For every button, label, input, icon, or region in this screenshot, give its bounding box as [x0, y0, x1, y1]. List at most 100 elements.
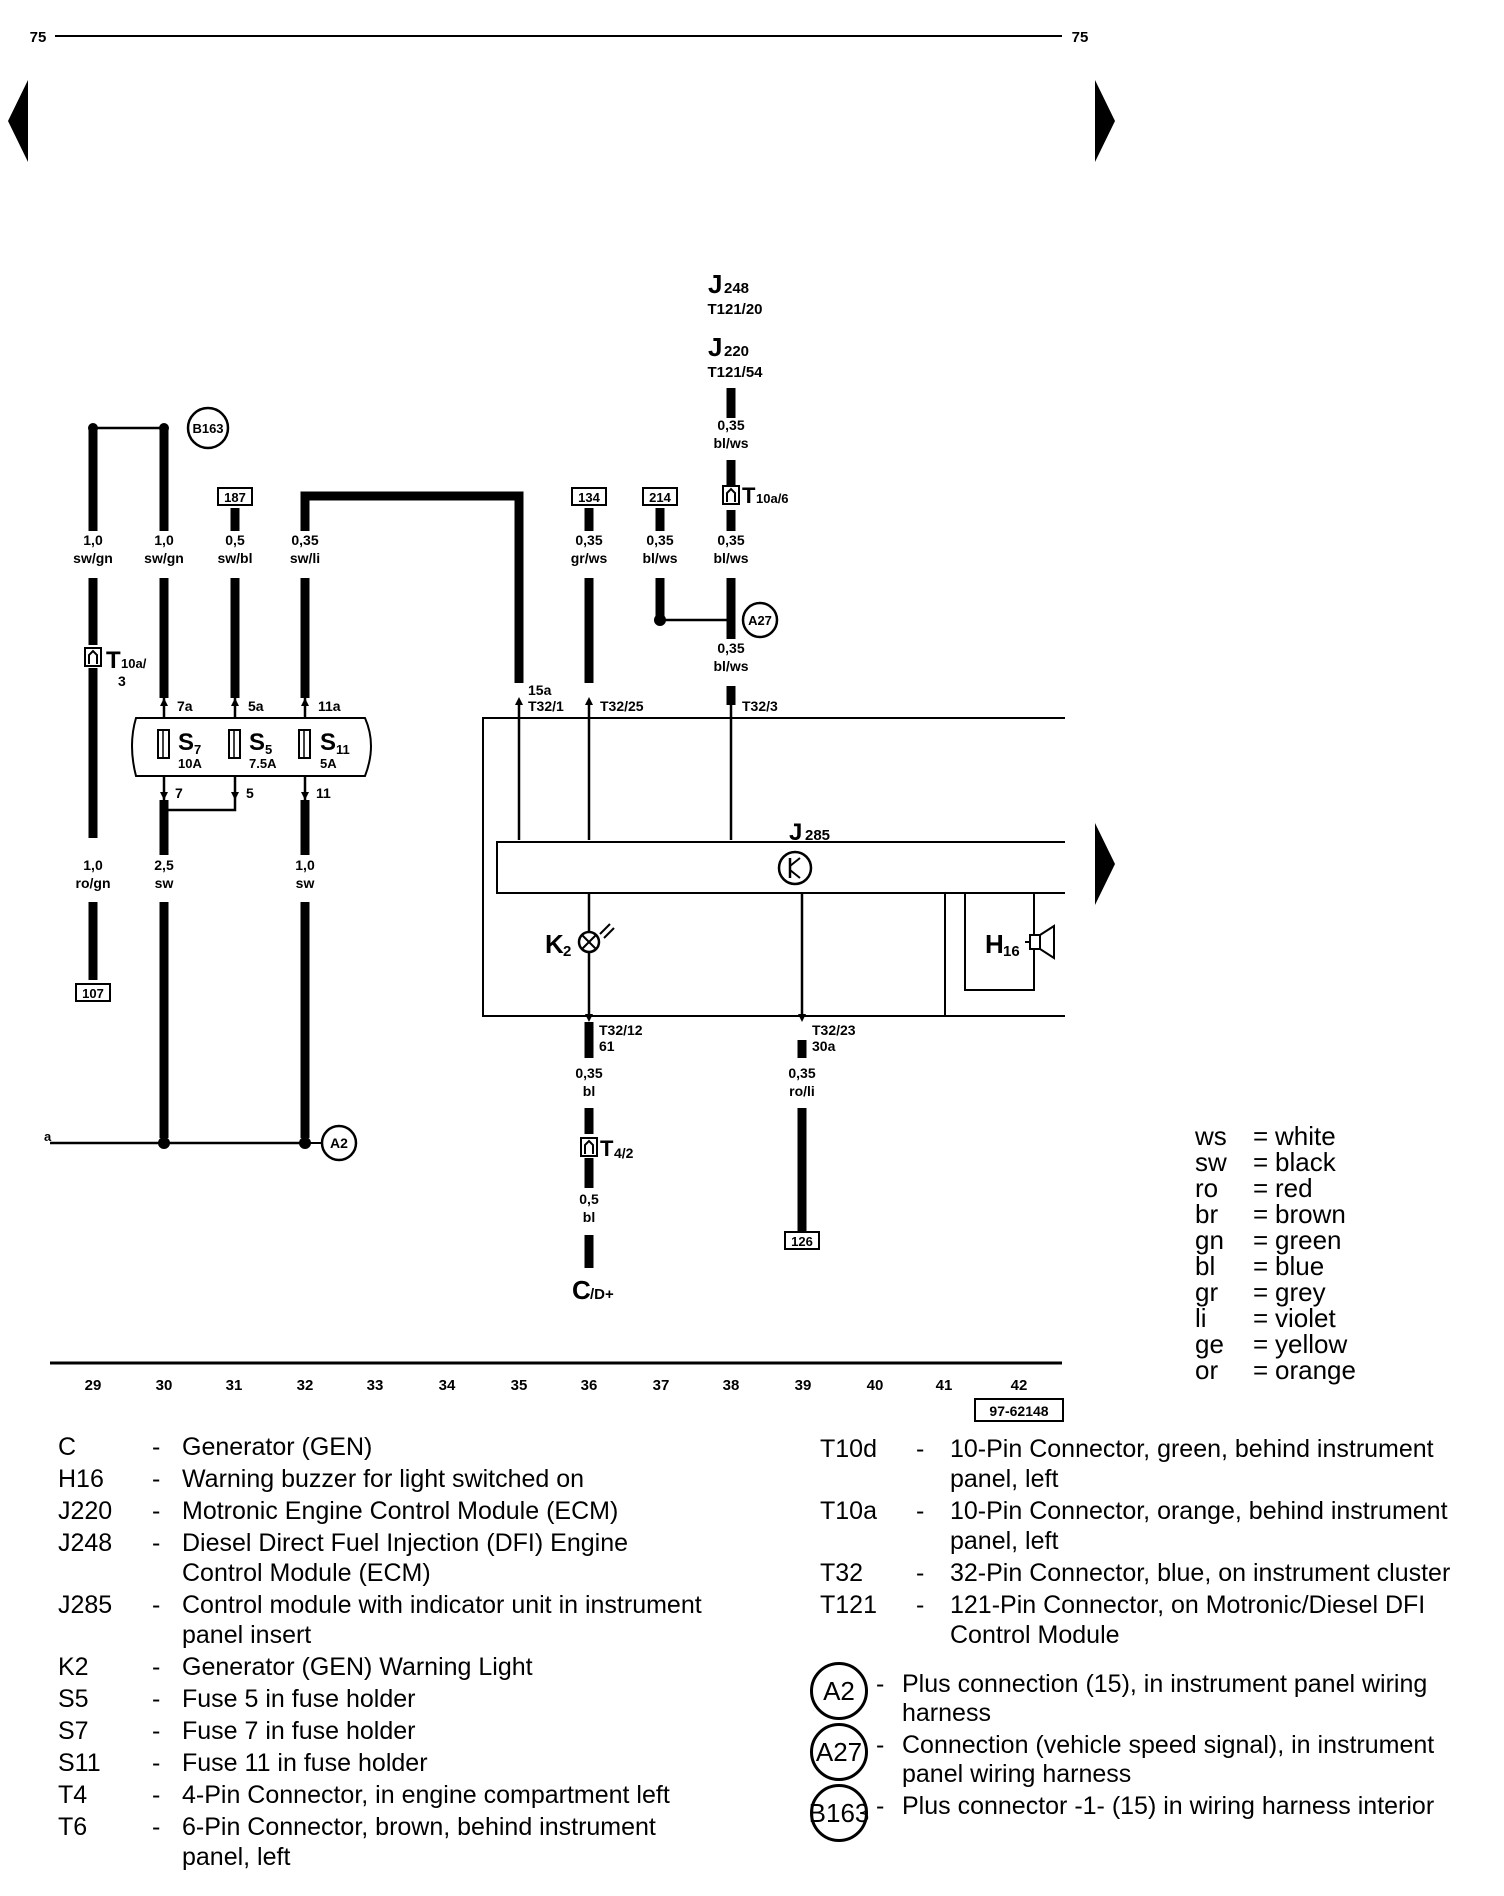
grid-number: 41 — [936, 1377, 953, 1394]
fuse-s5-out-pin: 5 — [246, 785, 254, 801]
circle-a2[interactable]: A2 — [320, 1124, 358, 1162]
next-page-arrow-icon[interactable] — [1095, 80, 1115, 162]
t10a6-main: T — [742, 483, 756, 508]
ref-box-134[interactable]: 134 — [571, 487, 607, 506]
circle-a27[interactable]: A27 — [741, 601, 779, 639]
component-desc: 32-Pin Connector, blue, on instrument cl… — [950, 1559, 1451, 1587]
legend-abbr: li — [1195, 1303, 1207, 1333]
a27-label: A27 — [748, 613, 772, 628]
pin-stubs — [162, 698, 307, 800]
connection-desc: Plus connection (15), in instrument pane… — [902, 1670, 1428, 1727]
component-code: S11 — [58, 1749, 101, 1777]
circle-connection-row: B163-Plus connector -1- (15) in wiring h… — [809, 1784, 1460, 1850]
c-main: C — [572, 1275, 591, 1305]
wire-39-size: 0,35 — [788, 1065, 815, 1081]
component-row: T4-4-Pin Connector, in engine compartmen… — [58, 1780, 708, 1810]
prev-page-arrow-icon[interactable] — [8, 80, 28, 162]
connector-t4: T 4/2 — [580, 1136, 634, 1161]
legend-abbr: gr — [1195, 1277, 1219, 1307]
t32-23-pin: T32/23 — [812, 1022, 856, 1038]
circle-b163[interactable]: B163 — [186, 406, 230, 450]
component-row: T10a-10-Pin Connector, orange, behind in… — [820, 1496, 1480, 1556]
t10a3-sub: 10a/ — [121, 656, 147, 671]
component-dash: - — [152, 1813, 161, 1841]
fuse-s11-number: 11 — [336, 742, 350, 757]
h16-main: H — [985, 929, 1004, 959]
ref-box-187[interactable]: 187 — [217, 487, 253, 506]
fuse-s5-number: 5 — [265, 742, 272, 757]
legend-abbr: gn — [1195, 1225, 1224, 1255]
t10a3-num: 3 — [118, 673, 126, 689]
connection-dash: - — [876, 1792, 885, 1820]
connector-t10a3: T 10a/ 3 — [84, 647, 147, 689]
component-code: H16 — [58, 1465, 104, 1493]
legend-name: orange — [1275, 1355, 1356, 1385]
wire-38b-size: 0,35 — [717, 640, 744, 656]
t32-25-pin: T32/25 — [600, 698, 644, 714]
t4-sub: 4/2 — [614, 1145, 634, 1161]
wire-32a-color: sw/li — [290, 550, 320, 566]
ref-box-107[interactable]: 107 — [75, 983, 111, 1002]
wire-32a-size: 0,35 — [291, 532, 318, 548]
wire-29a-color: sw/gn — [73, 550, 113, 566]
connection-circle-icon: B163 — [809, 1784, 869, 1842]
h16-sub: 16 — [1003, 943, 1020, 960]
legend-equals: = — [1253, 1199, 1269, 1229]
legend-abbr: ge — [1195, 1329, 1224, 1359]
wire-36c-size: 0,35 — [575, 1065, 602, 1081]
component-code: J220 — [58, 1497, 113, 1525]
legend-abbr: sw — [1195, 1147, 1227, 1177]
t32-12-terminal: 61 — [599, 1038, 615, 1054]
ref-126-text: 126 — [791, 1234, 813, 1249]
legend-row: ge=yellow — [1195, 1331, 1455, 1357]
ref-box-126[interactable]: 126 — [784, 1231, 820, 1250]
component-dash: - — [916, 1591, 925, 1619]
component-code: T32 — [820, 1559, 864, 1587]
legend-equals: = — [1253, 1121, 1269, 1151]
j220-sub: 220 — [724, 343, 749, 360]
component-code: K2 — [58, 1653, 89, 1681]
grid-number: 38 — [723, 1377, 740, 1394]
circle-connection-list: A2-Plus connection (15), in instrument p… — [809, 1662, 1460, 1853]
circle-connection-row: A2-Plus connection (15), in instrument p… — [810, 1662, 1460, 1728]
component-row: T10d-10-Pin Connector, green, behind ins… — [820, 1434, 1480, 1494]
j220-main: J — [708, 332, 722, 362]
grid-number: 31 — [226, 1377, 243, 1394]
legend-equals: = — [1253, 1355, 1269, 1385]
ref-box-214[interactable]: 214 — [642, 487, 678, 506]
wire-38a-size: 0,35 — [717, 532, 744, 548]
legend-name: white — [1275, 1121, 1336, 1151]
t32-1-terminal: 15a — [528, 682, 552, 698]
wire-36c-color: bl — [583, 1083, 595, 1099]
component-dash: - — [152, 1497, 161, 1525]
component-dash: - — [916, 1559, 925, 1587]
legend-row: gn=green — [1195, 1227, 1455, 1253]
legend-row: li=violet — [1195, 1305, 1455, 1331]
connector-t10a6: T 10a/6 — [722, 483, 789, 508]
component-code: J248 — [58, 1529, 113, 1557]
t10a3-main: T — [106, 647, 121, 674]
component-code: S7 — [58, 1717, 89, 1745]
component-code: T10d — [820, 1435, 877, 1463]
fuse-s5-rating: 7.5A — [249, 756, 277, 771]
wire-29b-color: ro/gn — [76, 875, 111, 891]
k2-main: K — [545, 929, 564, 959]
component-row: T32 -32-Pin Connector, blue, on instrumen… — [820, 1558, 1480, 1588]
connection-circle-icon: A27 — [810, 1723, 868, 1781]
component-code: T6 — [58, 1813, 88, 1841]
grid-number: 33 — [367, 1377, 384, 1394]
continue-arrow-icon[interactable] — [1095, 823, 1115, 905]
t32-1-pin: T32/1 — [528, 698, 564, 714]
fuse-s7: S 7 10A — [157, 729, 202, 771]
legend-name: violet — [1275, 1303, 1336, 1333]
legend-equals: = — [1253, 1251, 1269, 1281]
t32-23-terminal: 30a — [812, 1038, 836, 1054]
component-desc: 6-Pin Connector, brown, behind instrumen… — [182, 1813, 656, 1871]
fuse-holder — [131, 717, 372, 777]
legend-abbr: br — [1195, 1199, 1219, 1229]
legend-abbr: or — [1195, 1355, 1219, 1385]
wire-38b-color: bl/ws — [713, 658, 748, 674]
t32-12-pin: T32/12 — [599, 1022, 643, 1038]
component-desc: 121-Pin Connector, on Motronic/Diesel DF… — [950, 1591, 1426, 1649]
